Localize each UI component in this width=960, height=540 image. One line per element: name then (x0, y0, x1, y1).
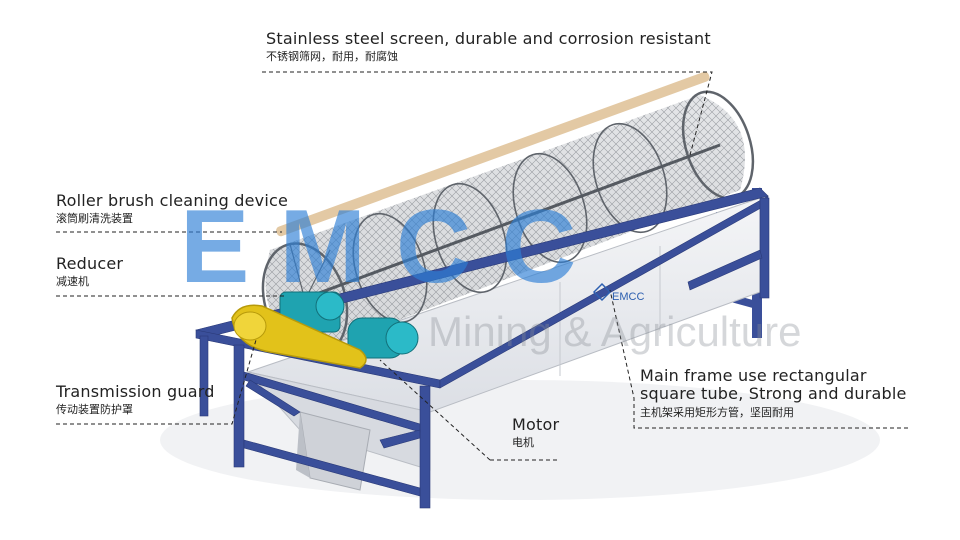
callout-frame-zh: 主机架采用矩形方管，坚固耐用 (640, 405, 794, 419)
callout-frame: Main frame use rectangular square tube, … (640, 366, 907, 419)
callout-brush: Roller brush cleaning device 滚筒刷清洗装置 (56, 191, 289, 226)
callout-reducer-en: Reducer (56, 254, 124, 273)
callout-motor-zh: 电机 (512, 436, 534, 450)
callout-frame-en: Main frame use rectangular (640, 366, 867, 385)
callout-screen-zh: 不锈钢筛网，耐用，耐腐蚀 (266, 50, 398, 64)
emcc-logo-icon: EMCC (592, 282, 644, 303)
drive-assembly (231, 291, 419, 369)
callout-brush-en: Roller brush cleaning device (56, 191, 289, 210)
callout-leaders (56, 71, 908, 461)
callout-brush-zh: 滚筒刷清洗装置 (56, 212, 133, 226)
callout-guard-zh: 传动装置防护罩 (56, 403, 133, 417)
callout-screen: Stainless steel screen, durable and corr… (266, 29, 711, 64)
callout-screen-en: Stainless steel screen, durable and corr… (266, 29, 711, 48)
callout-reducer-zh: 减速机 (56, 275, 89, 289)
callout-motor: Motor 电机 (512, 415, 560, 450)
callout-motor-en: Motor (512, 415, 560, 434)
callout-guard: Transmission guard 传动装置防护罩 (56, 382, 215, 417)
callout-reducer: Reducer 减速机 (56, 254, 124, 289)
callout-guard-en: Transmission guard (56, 382, 215, 401)
brush-roller (276, 71, 710, 237)
body-logo-text: EMCC (612, 291, 644, 303)
callout-frame-en2: square tube, Strong and durable (640, 384, 907, 404)
